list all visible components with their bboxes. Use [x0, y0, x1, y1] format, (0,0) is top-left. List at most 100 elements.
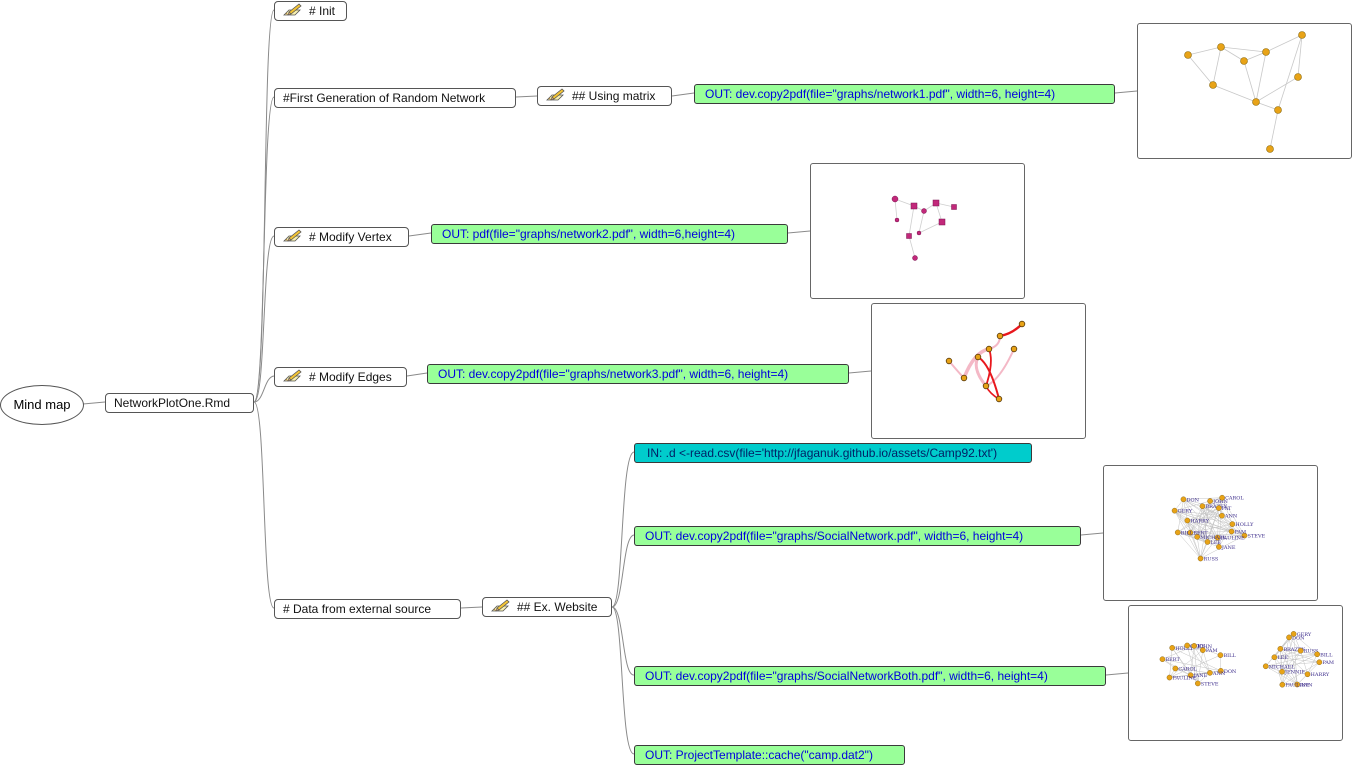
network-vertex [1192, 643, 1197, 648]
out-network1-label: OUT: dev.copy2pdf(file="graphs/network1.… [705, 87, 1055, 101]
out-network2-node[interactable]: OUT: pdf(file="graphs/network2.pdf", wid… [431, 224, 788, 244]
out-social-both-label: OUT: dev.copy2pdf(file="graphs/SocialNet… [645, 669, 1048, 683]
network-vertex [1207, 498, 1212, 503]
out-social-both-node[interactable]: OUT: dev.copy2pdf(file="graphs/SocialNet… [634, 666, 1106, 686]
network-vertex-label: ANN [1224, 514, 1238, 520]
network-vertex-label: GERY [1178, 509, 1193, 515]
file-node[interactable]: NetworkPlotOne.Rmd [105, 393, 254, 413]
network-vertex [1207, 670, 1212, 675]
network-vertex-label: LEE [1277, 655, 1288, 661]
social-network-both-graph: DONANNSTEVEJANEPAULINECAROLBERTHOLLYGERY… [1129, 606, 1344, 742]
edge-file-external [254, 402, 274, 608]
network-vertex-label: PAM [1235, 529, 1247, 535]
in-read-csv-label: IN: .d <-read.csv(file='http://jfaganuk.… [647, 446, 997, 460]
network-vertex [1185, 518, 1190, 523]
using-matrix-label: ## Using matrix [572, 89, 655, 103]
network-vertex [1229, 529, 1234, 534]
network-vertex [1185, 643, 1190, 648]
network-vertex-label: CAROL [1178, 667, 1197, 673]
out-network2-label: OUT: pdf(file="graphs/network2.pdf", wid… [442, 227, 735, 241]
network-vertex [1195, 681, 1200, 686]
network2-graph [811, 164, 1026, 300]
network-edge [1289, 637, 1297, 684]
external-source-node[interactable]: # Data from external source [274, 599, 461, 619]
network-vertex-label: DON [1186, 497, 1199, 503]
modify-vertex-node[interactable]: # Modify Vertex [274, 227, 409, 247]
network-vertex [1280, 682, 1285, 687]
edge-first-gen-matrix [516, 96, 537, 97]
network-vertex [1160, 657, 1165, 662]
ex-website-label: ## Ex. Website [517, 600, 597, 614]
network-vertex-label: PAULINE [1285, 683, 1309, 689]
network-vertex-label: STEVE [1248, 534, 1266, 540]
root-node[interactable]: Mind map [0, 385, 84, 425]
edge-matrix-out1 [672, 93, 694, 96]
network-vertex [1167, 675, 1172, 680]
network-vertex [1305, 672, 1310, 677]
pencil-note-icon [491, 599, 511, 613]
network-vertex-label: PAM [1206, 648, 1218, 654]
network-vertex-label: JANE [1221, 545, 1236, 551]
social-network-graph: STEVEPAMPAULINEJANELEERUSSMICHAELBERTBIL… [1104, 466, 1319, 602]
edge-socialboth-thumb [1106, 673, 1128, 675]
edge-external-website [461, 607, 482, 608]
out-cache-node[interactable]: OUT: ProjectTemplate::cache("camp.dat2") [634, 745, 905, 765]
network-vertex [1218, 653, 1223, 658]
edge-website-social [612, 535, 634, 607]
network-vertex [1181, 497, 1186, 502]
network-vertex [1198, 556, 1203, 561]
network3-thumbnail[interactable] [871, 303, 1086, 439]
modify-edges-label: # Modify Edges [309, 370, 392, 384]
out-cache-label: OUT: ProjectTemplate::cache("camp.dat2") [645, 748, 873, 762]
network-vertex [1216, 505, 1221, 510]
network-vertex-label: LEE [1211, 540, 1222, 546]
pencil-note-icon [546, 88, 566, 102]
network2-thumbnail[interactable] [810, 163, 1025, 299]
edge-out1-thumb [1115, 91, 1137, 93]
using-matrix-node[interactable]: ## Using matrix [537, 86, 672, 106]
network-vertex [1170, 645, 1175, 650]
first-gen-node[interactable]: #First Generation of Random Network [274, 88, 516, 108]
in-read-csv-node[interactable]: IN: .d <-read.csv(file='http://jfaganuk.… [634, 443, 1032, 463]
edge-social-thumb [1081, 533, 1103, 535]
out-network1-node[interactable]: OUT: dev.copy2pdf(file="graphs/network1.… [694, 84, 1115, 104]
edge-edges-out3 [407, 373, 427, 376]
edge-website-socialboth [612, 607, 634, 675]
pencil-note-icon [283, 229, 303, 243]
network-vertex [1172, 508, 1177, 513]
out-network3-label: OUT: dev.copy2pdf(file="graphs/network3.… [438, 367, 788, 381]
out-network3-node[interactable]: OUT: dev.copy2pdf(file="graphs/network3.… [427, 364, 849, 384]
network-vertex-label: STEVE [1201, 681, 1219, 687]
ex-website-node[interactable]: ## Ex. Website [482, 597, 612, 617]
root-label: Mind map [13, 397, 70, 412]
edge-file-init [254, 10, 274, 402]
network1-graph [1138, 24, 1353, 160]
network-vertex-label: HARRY [1311, 672, 1330, 678]
pencil-note-icon [283, 369, 303, 383]
edge-website-cache [612, 607, 634, 754]
init-node[interactable]: # Init [274, 1, 347, 21]
network-vertex [1291, 631, 1296, 636]
network1-thumbnail[interactable] [1137, 23, 1352, 159]
out-social-label: OUT: dev.copy2pdf(file="graphs/SocialNet… [645, 529, 1023, 543]
network-vertex [1263, 664, 1268, 669]
network-vertex-label: JENNIE [1284, 670, 1305, 676]
out-social-node[interactable]: OUT: dev.copy2pdf(file="graphs/SocialNet… [634, 526, 1081, 546]
network-vertex [1220, 495, 1225, 500]
network3-graph [872, 304, 1087, 440]
network-vertex-label: ANN [1212, 671, 1226, 677]
network-vertex-label: HARRY [1190, 519, 1209, 525]
network-vertex-label: HOLLY [1235, 522, 1254, 528]
edge-vertex-out2 [409, 233, 431, 236]
network-vertex [1230, 522, 1235, 527]
network-vertex [1315, 652, 1320, 657]
modify-edges-node[interactable]: # Modify Edges [274, 367, 407, 387]
network-vertex [1278, 646, 1283, 651]
edge-out3-thumb [849, 371, 871, 373]
network-vertex-label: PAM [1322, 660, 1334, 666]
network-vertex-label: BILL [1181, 530, 1194, 536]
file-label: NetworkPlotOne.Rmd [114, 396, 230, 410]
edge-out2-thumb [788, 231, 810, 233]
